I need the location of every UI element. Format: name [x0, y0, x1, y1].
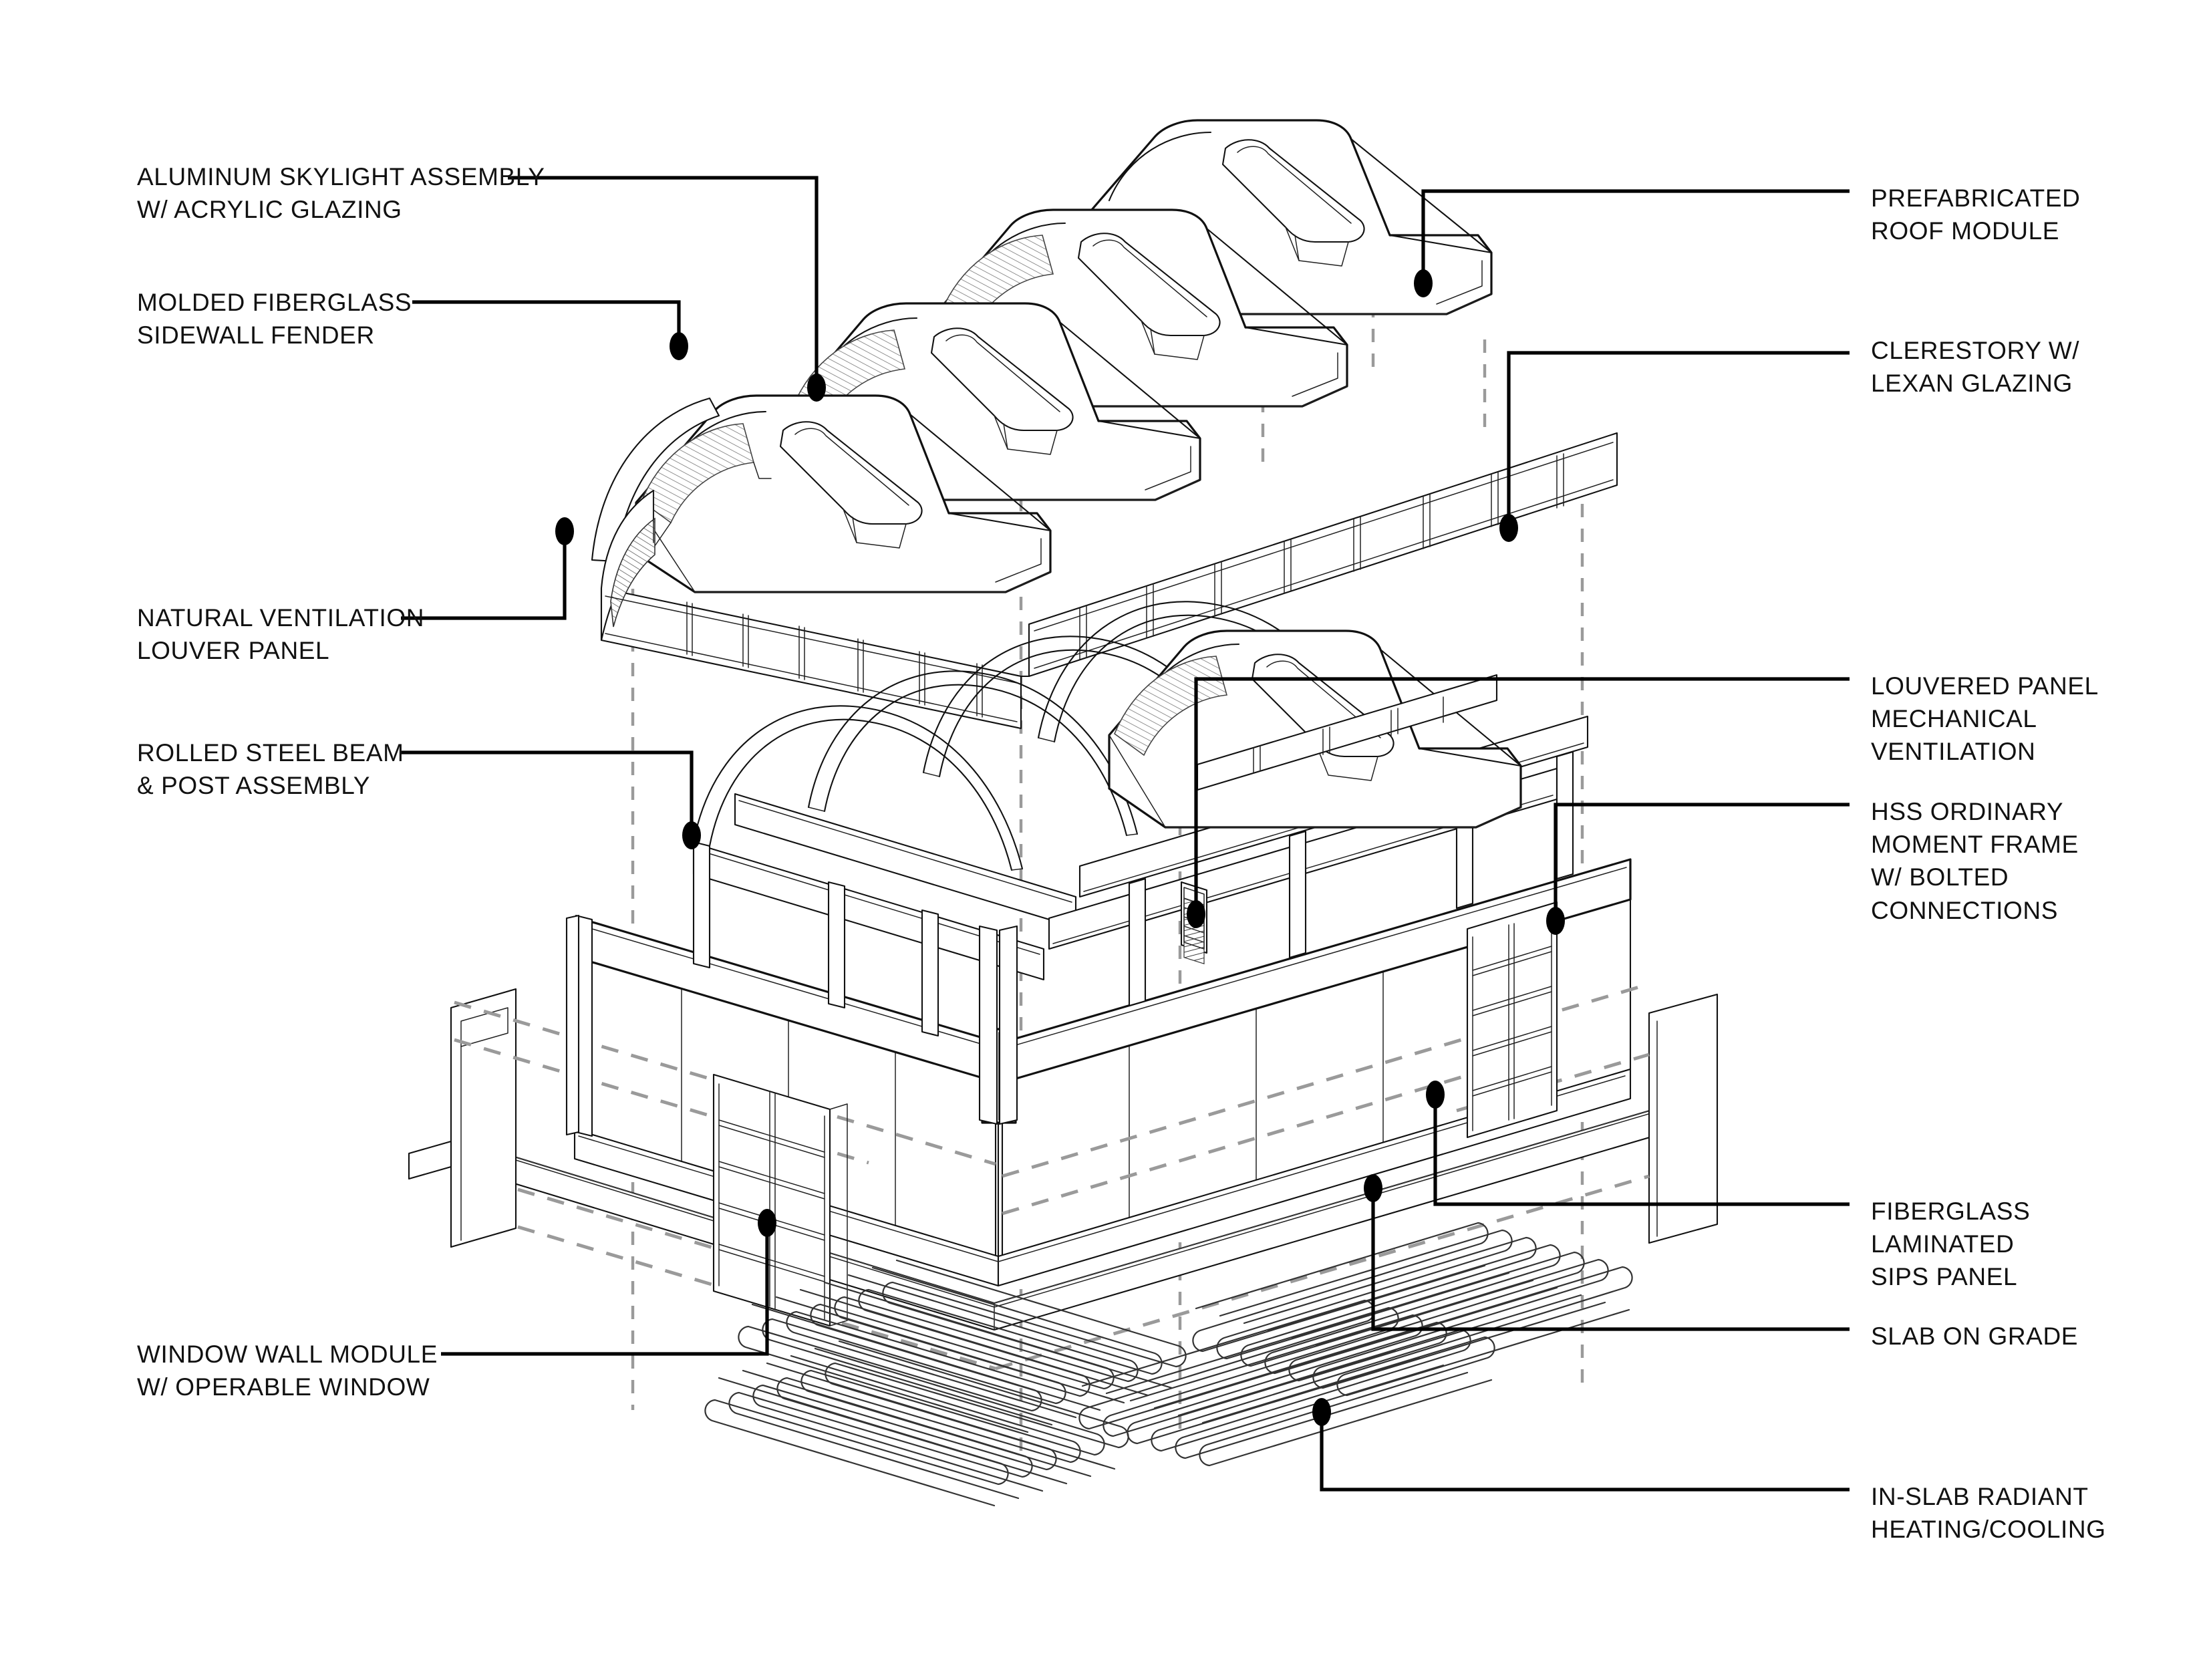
- roof-module-2-skylight-pod: [930, 327, 1074, 455]
- leader-prefabricated-roof-module: [1414, 189, 1850, 297]
- leader-rolled-steel-beam-post-assembly: [401, 750, 701, 849]
- label-hss-ordinary-moment-frame: HSS ORDINARY MOMENT FRAME W/ BOLTED CONN…: [1871, 798, 2079, 924]
- leader-window-wall-module: [441, 1209, 776, 1356]
- radiant-tubing-layer: [704, 1222, 1633, 1507]
- radiant-zone-a: [738, 1259, 1187, 1433]
- window-wall-module-left: [712, 1073, 848, 1327]
- leader-louvered-panel-mechanical-ventilation: [1187, 677, 1850, 928]
- label-slab-on-grade: SLAB ON GRADE: [1871, 1322, 2079, 1350]
- leader-fiberglass-laminated-sips-panel: [1426, 1081, 1850, 1206]
- label-molded-fiberglass-sidewall-fender: MOLDED FIBERGLASS SIDEWALL FENDER: [137, 289, 412, 349]
- label-natural-ventilation-louver-panel: NATURAL VENTILATION LOUVER PANEL: [137, 604, 425, 665]
- roof-modules-layer: [591, 119, 1493, 593]
- radiant-zone-c: [1078, 1299, 1495, 1467]
- window-wall-module-right: [1466, 901, 1558, 1139]
- right-end-wall: [1648, 993, 1719, 1244]
- leader-natural-ventilation-louver-panel: [401, 517, 574, 620]
- label-prefabricated-roof-module: PREFABRICATED ROOF MODULE: [1871, 184, 2081, 245]
- roof-module-1-skylight-pod: [779, 421, 923, 549]
- leader-in-slab-radiant-heating-cooling: [1312, 1398, 1850, 1492]
- roof-module-3-skylight-pod: [1077, 233, 1221, 360]
- label-in-slab-radiant-heating-cooling: IN-SLAB RADIANT HEATING/COOLING: [1871, 1483, 2106, 1544]
- leader-slab-on-grade: [1364, 1174, 1850, 1331]
- label-clerestory-lexan-glazing: CLERESTORY W/ LEXAN GLAZING: [1871, 337, 2080, 398]
- clerestory-left-wing: [600, 489, 1022, 730]
- label-aluminum-skylight-assembly: ALUMINUM SKYLIGHT ASSEMBLY W/ ACRYLIC GL…: [137, 163, 545, 224]
- label-louvered-panel-mechanical-ventilation: LOUVERED PANEL MECHANICAL VENTILATION: [1871, 672, 2099, 766]
- label-window-wall-module-operable-window: WINDOW WALL MODULE W/ OPERABLE WINDOW: [137, 1341, 438, 1401]
- leader-hss-ordinary-moment-frame: [1546, 803, 1850, 935]
- label-fiberglass-laminated-sips-panel: FIBERGLASS LAMINATED SIPS PANEL: [1871, 1198, 2031, 1291]
- label-rolled-steel-beam-post-assembly: ROLLED STEEL BEAM & POST ASSEMBLY: [137, 739, 404, 800]
- leader-molded-fiberglass-sidewall-fender: [412, 300, 688, 360]
- leader-aluminum-skylight-assembly: [508, 176, 826, 402]
- radiant-zone-d: [1192, 1222, 1633, 1397]
- leader-clerestory-lexan-glazing: [1499, 351, 1850, 542]
- hss-posts: [565, 750, 1574, 1137]
